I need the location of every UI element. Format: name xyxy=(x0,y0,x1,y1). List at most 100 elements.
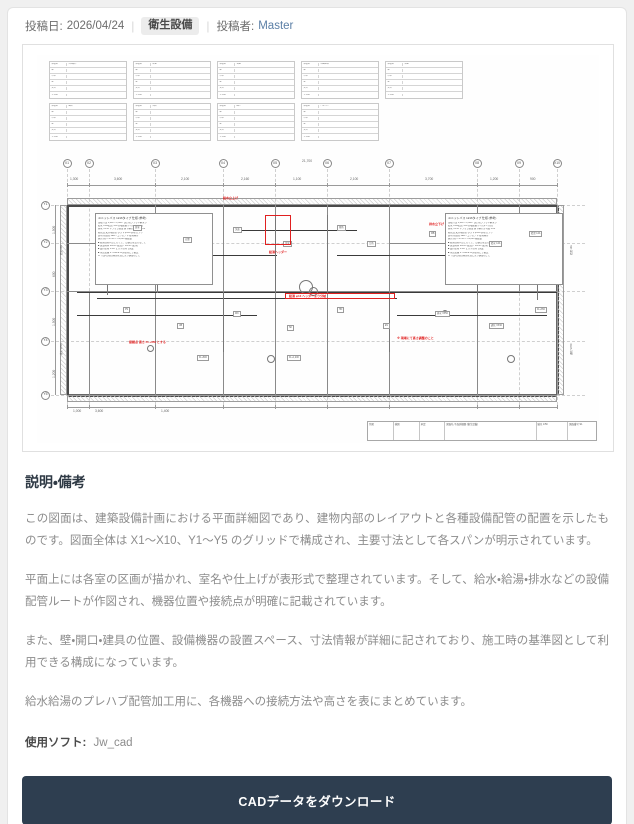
spec-table-row-item: 巾木 xyxy=(386,74,462,80)
meta-separator-2: | xyxy=(206,19,210,33)
dimension-tick-bottom xyxy=(89,405,90,409)
spec-table: 部屋名バルコニー床巾木壁天井その他 xyxy=(301,103,379,141)
spec-table-row-label: 壁 xyxy=(50,123,67,126)
side-annotation-text: 通気 VP40 xyxy=(570,343,573,355)
plan-tag: 洗面 xyxy=(233,227,242,233)
dimension-text-top: 900 xyxy=(530,177,536,181)
spec-table-row-item: 床 xyxy=(302,110,378,116)
spec-table-row-label: 床 xyxy=(50,111,67,114)
equipment-symbol xyxy=(507,355,515,363)
spec-table-row-label: 壁 xyxy=(218,81,235,84)
spec-table-row-item: 天井 xyxy=(302,86,378,92)
dimension-line-left xyxy=(55,205,56,395)
spec-table-row-item: 壁 xyxy=(302,122,378,128)
grid-bubble-y: Y5 xyxy=(41,390,50,400)
spec-table-row-label: 天井 xyxy=(50,129,67,132)
spec-table-row-item: その他 xyxy=(134,134,210,140)
dimension-text-left: 600 xyxy=(52,271,56,277)
wall-hatch-bottom xyxy=(67,395,557,402)
spec-table-row-item: その他 xyxy=(218,92,294,98)
spec-table-row-label: 壁 xyxy=(134,81,151,84)
spec-table-row-item: 天井 xyxy=(134,86,210,92)
dimension-tick-top xyxy=(67,183,68,187)
grid-line-vertical xyxy=(89,169,90,405)
software-value: Jw_cad xyxy=(93,736,133,749)
spec-table-header-row: 部屋名浴室 xyxy=(386,62,462,68)
description-heading: 説明・備考 xyxy=(25,474,86,490)
spec-table-row-item: 天井 xyxy=(50,128,126,134)
plan-tag: HD xyxy=(337,307,345,313)
plan-tag: 便所 xyxy=(337,225,346,231)
grid-bubble-y: Y1 xyxy=(41,200,50,210)
cad-drawing-frame[interactable]: 部屋名共用廊下床巾木壁天井その他部屋名居室床巾木壁天井その他部屋名玄関床巾木壁天… xyxy=(22,44,614,452)
wall-hatch-left xyxy=(60,205,67,395)
spec-table-row-label: その他 xyxy=(302,135,319,139)
spec-table-row-label: 巾木 xyxy=(218,117,235,120)
spec-table-row-item: 壁 xyxy=(302,80,378,86)
spec-table-header-row: 部屋名共用廊下 xyxy=(50,62,126,68)
author-link[interactable]: Master xyxy=(258,20,294,32)
spec-table-row-label: 床 xyxy=(134,111,151,114)
spec-table-header-row: 部屋名便所 xyxy=(50,104,126,110)
grid-bubble-x: X8 xyxy=(472,159,482,168)
pipe-run-horizontal xyxy=(77,315,257,316)
grid-bubble-y: Y2 xyxy=(41,238,50,248)
equipment-symbol xyxy=(267,355,275,363)
spec-table: 部屋名洗面脱衣床巾木壁天井その他 xyxy=(301,61,379,99)
drawing-note-line: 照明 防湿型 LED / コンセント 接地極付 xyxy=(448,235,489,238)
spec-table-name-value: 共用廊下 xyxy=(68,63,77,66)
dimension-tick-top xyxy=(89,183,90,187)
spec-table-row-label: 壁 xyxy=(302,123,319,126)
spec-table-header-row: 部屋名納戸 xyxy=(218,104,294,110)
spec-table-row-item: 床 xyxy=(302,68,378,74)
spec-table-row-item: 床 xyxy=(134,68,210,74)
side-annotation-text: 給湯 13A xyxy=(570,245,573,255)
dimension-tick-bottom xyxy=(327,405,328,409)
spec-table: 部屋名便所床巾木壁天井その他 xyxy=(49,103,127,141)
side-annotation-text: 給水 13A xyxy=(60,245,63,255)
spec-table-header-row: 部屋名洗面脱衣 xyxy=(302,62,378,68)
spec-table-row-label: その他 xyxy=(134,135,151,139)
drawing-note-line: 給水 13A・給湯 13A 分岐接続 (ヘッダー方式) xyxy=(98,225,144,228)
pipe-run-horizontal xyxy=(237,230,357,231)
download-cad-button[interactable]: CADデータをダウンロード xyxy=(22,775,612,824)
spec-table-name-value: 居室 xyxy=(152,63,157,66)
category-badge[interactable]: 衛生設備 xyxy=(141,17,200,35)
dimension-tick-bottom xyxy=(389,405,390,409)
dimension-tick-bottom xyxy=(557,405,558,409)
wall-partition xyxy=(477,291,479,395)
spec-table-name-label: 部屋名 xyxy=(134,63,151,66)
drawing-note-line: 排水 VP50 トラップ経由 床下横引き勾配 1/50 xyxy=(448,228,496,231)
spec-table-row-label: その他 xyxy=(386,93,403,97)
spec-table-row-item: 床 xyxy=(218,68,294,74)
spec-table-row-label: その他 xyxy=(50,93,67,97)
spec-table-row-label: 壁 xyxy=(134,123,151,126)
dimension-text-bottom: 3,600 xyxy=(95,409,104,413)
spec-table-row-label: 巾木 xyxy=(50,117,67,120)
spec-table-row-label: 床 xyxy=(218,111,235,114)
spec-table-row-item: 壁 xyxy=(386,80,462,86)
wall-hatch-right xyxy=(557,205,564,395)
spec-table: 部屋名居室床巾木壁天井その他 xyxy=(133,61,211,99)
grid-bubble-y: Y3 xyxy=(41,286,50,296)
plan-tag: FL+350 xyxy=(535,307,547,313)
spec-table-row-item: 天井 xyxy=(134,128,210,134)
equipment-symbol xyxy=(309,287,318,296)
spec-table-row-label: その他 xyxy=(302,93,319,97)
spec-table-row-label: 床 xyxy=(386,69,403,72)
drawing-note-subline: ■ 配管は壁内立上げとし、点検口を設けること xyxy=(98,241,146,244)
spec-table-row-item: 床 xyxy=(50,110,126,116)
spec-table-row-label: 壁 xyxy=(218,123,235,126)
spec-table-name-value: 納戸 xyxy=(236,105,241,108)
grid-line-horizontal xyxy=(51,243,585,244)
dimension-text-top: 1,100 xyxy=(293,177,302,181)
grid-bubble-x: X1 xyxy=(62,159,72,168)
plan-tag: UB xyxy=(177,323,185,329)
drawing-note-line: 浴槽寸法 1,200 × 1,600 / 洗い場フラット納まり xyxy=(448,221,497,224)
spec-table-row-label: 壁 xyxy=(50,81,67,84)
spec-table: 部屋名台所床巾木壁天井その他 xyxy=(133,103,211,141)
spec-table-row: 部屋名便所床巾木壁天井その他部屋名台所床巾木壁天井その他部屋名納戸床巾木壁天井そ… xyxy=(49,103,379,141)
spec-table-row-label: 天井 xyxy=(302,129,319,132)
